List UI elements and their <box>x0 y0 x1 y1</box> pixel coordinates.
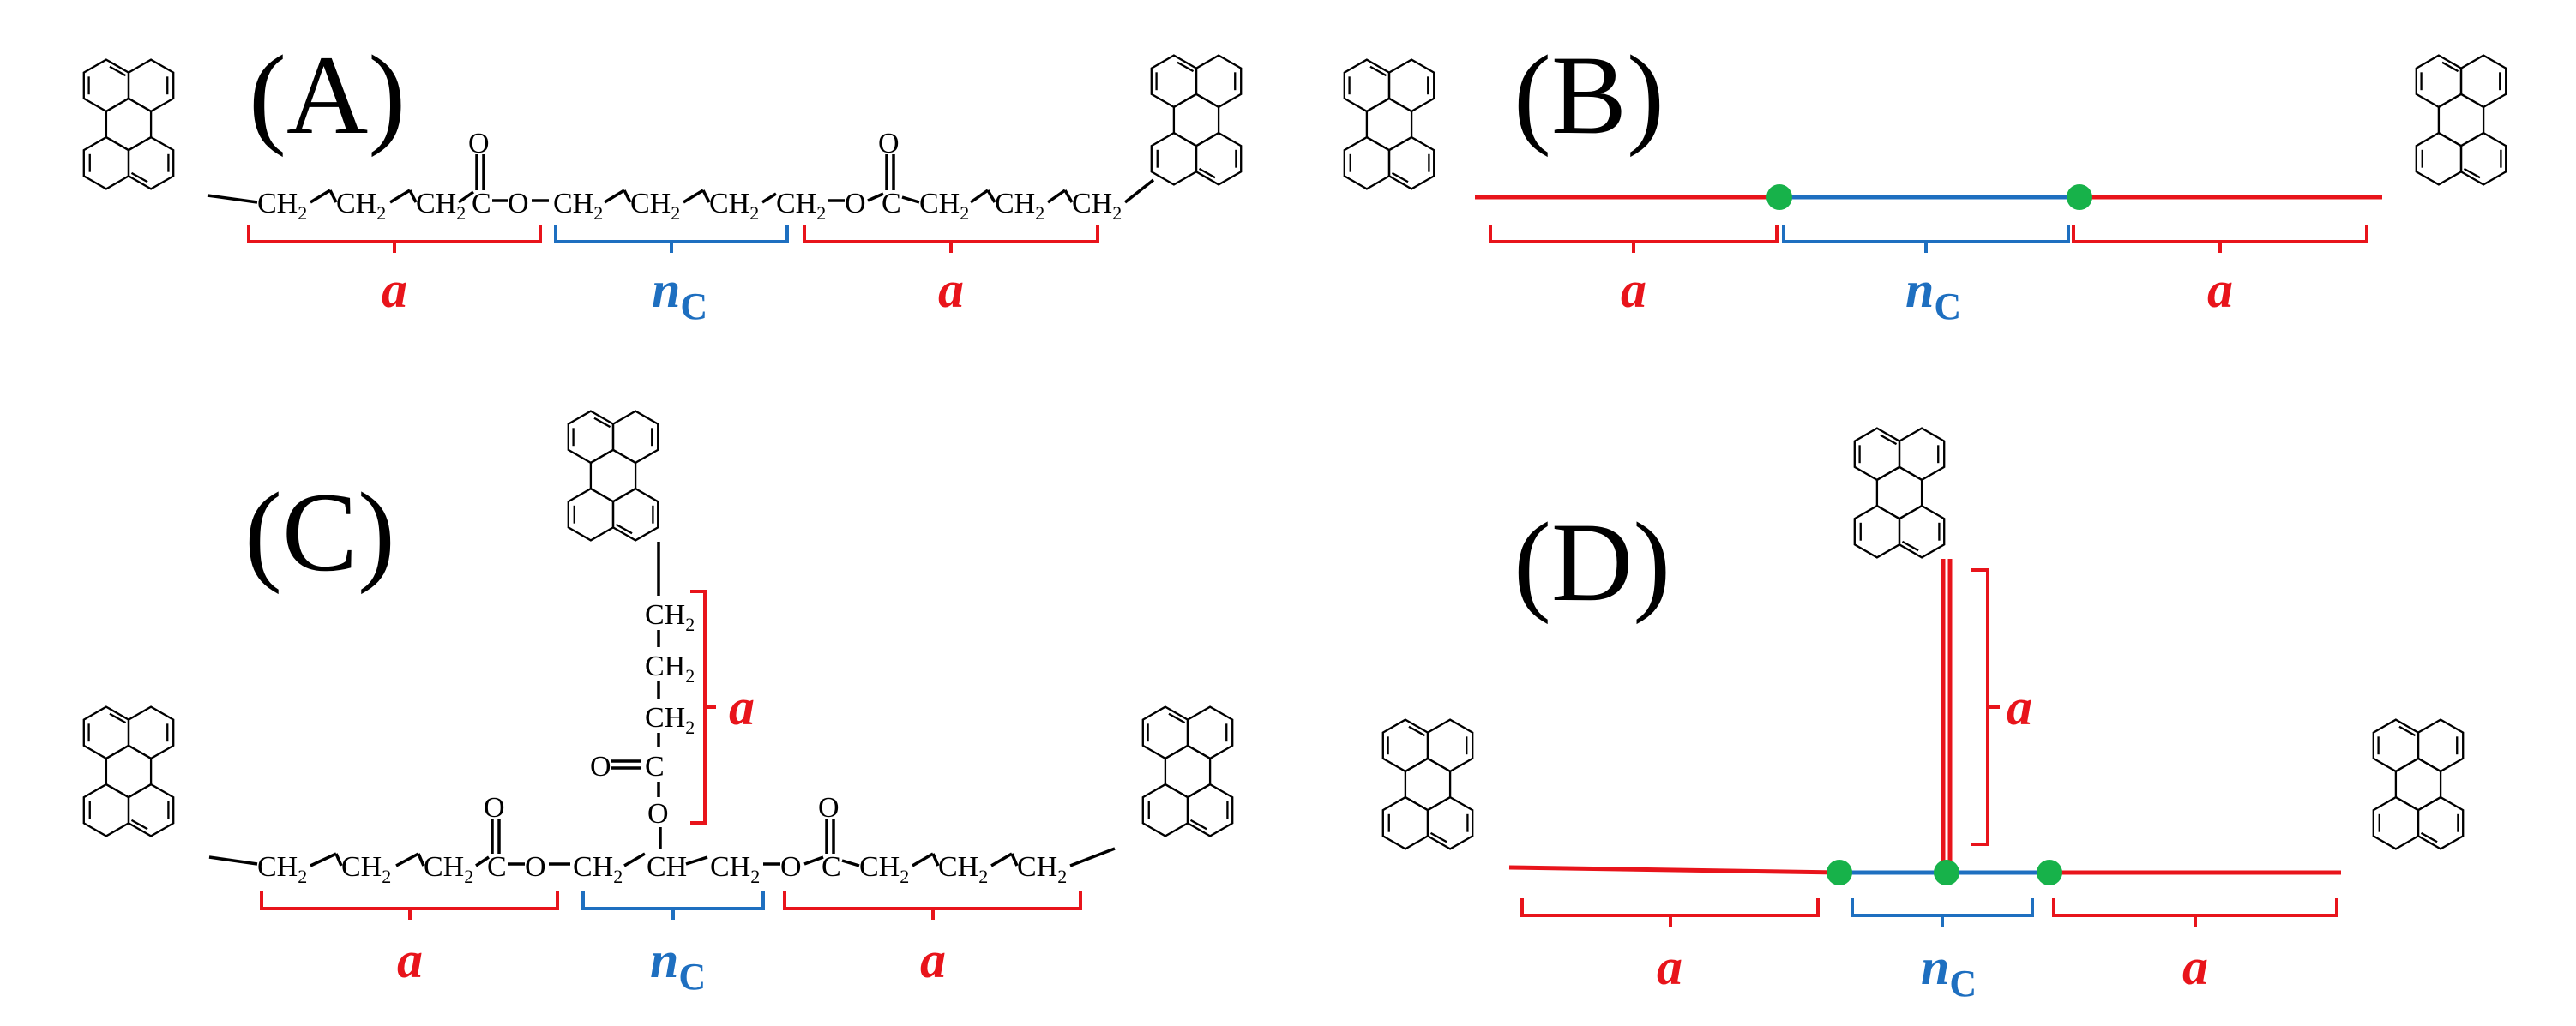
svg-text:O: O <box>590 751 611 783</box>
svg-text:CH2: CH2 <box>1017 851 1067 887</box>
junction-node <box>1827 860 1852 885</box>
svg-text:CH2: CH2 <box>709 188 759 224</box>
svg-text:CH2: CH2 <box>257 851 307 887</box>
segment-a-label: a <box>397 932 423 988</box>
svg-text:O: O <box>468 128 490 159</box>
segment-a-label: a <box>729 679 755 735</box>
segment-a-label: a <box>1657 939 1682 995</box>
pyrene-icon <box>1343 58 1435 190</box>
junction-node <box>2067 184 2092 210</box>
segment-a-label: a <box>938 261 964 318</box>
pyrene-icon <box>567 410 659 542</box>
panel-d: (D) a a nC a <box>1381 427 2465 1005</box>
pyrene-icon <box>82 58 175 190</box>
segment-a-label: a <box>920 932 946 988</box>
segment-nc-label: nC <box>1905 261 1961 327</box>
panel-a-label: (A) <box>249 32 406 158</box>
svg-text:C: C <box>487 851 507 883</box>
segment-a-label: a <box>2182 939 2208 995</box>
pyrene-icon <box>82 705 175 837</box>
svg-text:CH2: CH2 <box>424 851 473 887</box>
junction-node <box>2037 860 2062 885</box>
svg-text:CH2: CH2 <box>645 599 695 635</box>
panel-b: (B) a nC a <box>1343 32 2507 327</box>
svg-text:CH2: CH2 <box>553 188 603 224</box>
svg-text:CH2: CH2 <box>645 651 695 687</box>
svg-text:C: C <box>882 188 901 219</box>
chain-a-text: CH2 CH2 CH2 C O O CH2 CH2 CH2 CH2 O <box>257 128 1155 224</box>
svg-text:O: O <box>878 128 900 159</box>
junction-node <box>1766 184 1792 210</box>
segment-nc-label: nC <box>652 261 707 327</box>
panel-d-label: (D) <box>1514 499 1670 625</box>
segment-nc-label: nC <box>650 932 706 998</box>
svg-text:CH2: CH2 <box>919 188 969 224</box>
panel-c: (C) CH2 CH2 CH2 C O O CH2 CH CH2 O C O <box>82 410 1234 998</box>
svg-text:CH2: CH2 <box>416 188 466 224</box>
svg-text:O: O <box>845 188 866 219</box>
pyrene-icon <box>1381 718 1474 850</box>
segment-a-label: a <box>382 261 407 318</box>
svg-text:CH2: CH2 <box>336 188 386 224</box>
svg-text:CH2: CH2 <box>341 851 391 887</box>
panel-b-label: (B) <box>1514 32 1664 158</box>
svg-text:O: O <box>818 792 840 824</box>
svg-text:CH2: CH2 <box>645 702 695 738</box>
segment-a-label: a <box>2207 261 2233 318</box>
svg-text:CH2: CH2 <box>776 188 826 224</box>
segment-a-label: a <box>2007 679 2032 735</box>
svg-text:C: C <box>822 851 841 883</box>
svg-text:O: O <box>484 792 505 824</box>
svg-text:O: O <box>780 851 802 883</box>
panel-c-label: (C) <box>244 469 395 595</box>
junction-node <box>1934 860 1959 885</box>
svg-text:CH: CH <box>647 851 687 883</box>
panel-a: (A) CH2 CH2 CH2 C O O CH2 CH2 <box>82 32 1243 327</box>
svg-text:CH2: CH2 <box>1072 188 1122 224</box>
svg-text:CH2: CH2 <box>257 188 307 224</box>
svg-text:O: O <box>647 798 669 830</box>
svg-text:C: C <box>645 751 665 783</box>
svg-text:CH2: CH2 <box>859 851 909 887</box>
svg-text:CH2: CH2 <box>573 851 623 887</box>
pyrene-icon <box>2372 718 2465 850</box>
segment-nc-label: nC <box>1921 939 1977 1005</box>
pyrene-icon <box>2415 54 2507 186</box>
svg-text:CH2: CH2 <box>938 851 988 887</box>
svg-text:O: O <box>525 851 546 883</box>
svg-text:O: O <box>508 188 529 219</box>
spacer-a <box>1508 865 1840 875</box>
svg-text:CH2: CH2 <box>630 188 680 224</box>
pyrene-icon <box>1853 427 1946 559</box>
pyrene-icon <box>1150 54 1243 186</box>
svg-text:CH2: CH2 <box>710 851 760 887</box>
segment-a-label: a <box>1621 261 1646 318</box>
svg-text:C: C <box>472 188 491 219</box>
svg-text:CH2: CH2 <box>995 188 1044 224</box>
pyrene-icon <box>1141 705 1234 837</box>
